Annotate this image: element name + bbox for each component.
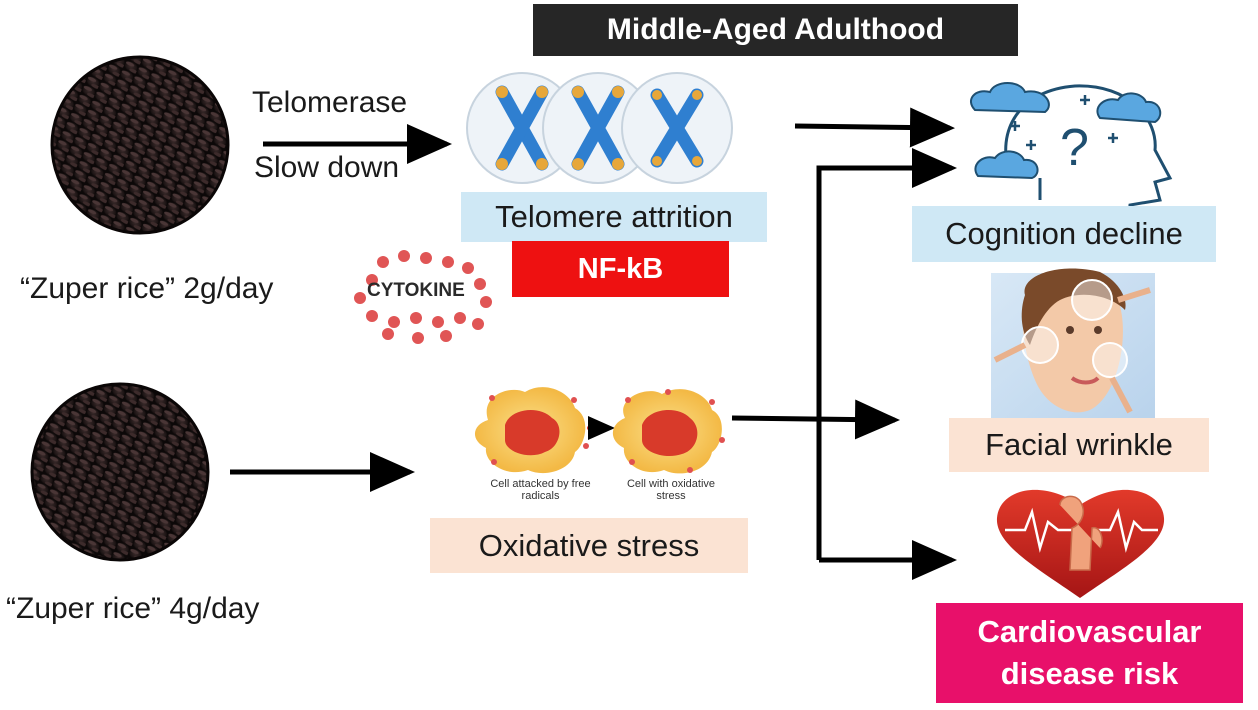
brain-fog-icon: ? — [1004, 84, 1173, 226]
cardiovascular-risk-label: Cardiovascular disease risk — [936, 603, 1243, 703]
nfkb-label: NF-kB — [512, 241, 729, 297]
cloud-icons — [970, 82, 1162, 180]
rice-bowl-bottom — [30, 382, 210, 562]
arrow-to-wrinkle — [731, 399, 900, 440]
oxidative-cells-icon — [474, 387, 725, 474]
cell-stress-caption: Cell with oxidative stress — [626, 478, 716, 502]
dose-high-label: “Zuper rice” 4g/day — [6, 592, 260, 625]
cytokine-icon — [354, 250, 492, 344]
oxidative-stress-label: Oxidative stress — [430, 518, 748, 573]
cardio-line-2: disease risk — [1000, 656, 1179, 691]
rice-bowl-top — [50, 55, 230, 235]
facial-wrinkle-label: Facial wrinkle — [949, 418, 1209, 472]
cytokine-label: CYTOKINE — [367, 280, 465, 301]
slow-down-label: Slow down — [254, 151, 400, 184]
cell-attacked-caption: Cell attacked by free radicals — [490, 478, 591, 502]
face-wrinkle-image — [991, 268, 1155, 419]
svg-text:?: ? — [1060, 119, 1089, 177]
telomere-attrition-label: Telomere attrition — [461, 192, 767, 242]
dose-low-label: “Zuper rice” 2g/day — [20, 272, 274, 305]
telomerase-label: Telomerase — [252, 86, 408, 119]
chromosome-icon — [466, 72, 733, 184]
heart-icon — [996, 489, 1165, 598]
cognition-decline-label: Cognition decline — [912, 206, 1216, 262]
cardio-line-1: Cardiovascular — [977, 614, 1202, 649]
page-title: Middle-Aged Adulthood — [533, 4, 1018, 56]
arrow-to-cognition-top — [794, 107, 955, 148]
